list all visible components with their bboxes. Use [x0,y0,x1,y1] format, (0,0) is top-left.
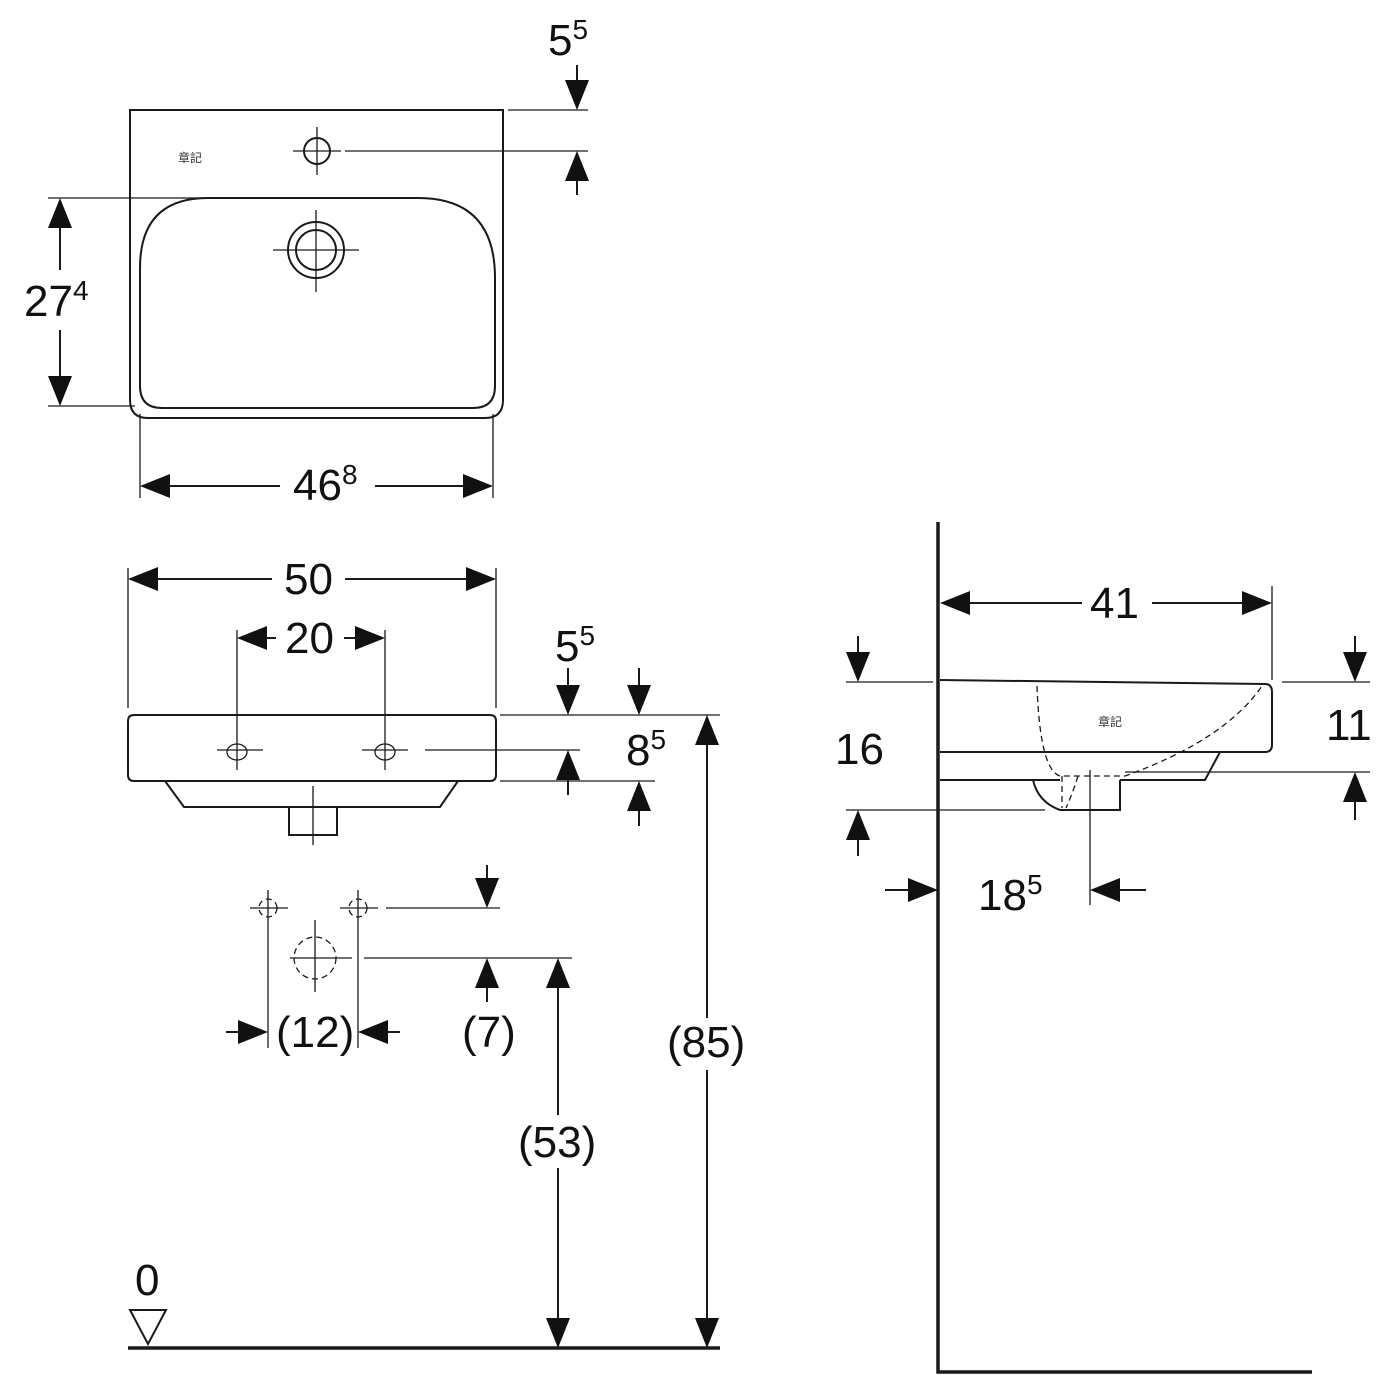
dimension-overall-height: 16 [835,636,1045,856]
basin-outline [129,109,504,419]
tap-spacing-label: 20 [285,614,334,663]
basin-underside [164,780,459,808]
bowl-height-label: 11 [1326,701,1372,750]
tap-hole-right [362,630,408,770]
dimension-waste-distance: 185 [885,770,1146,920]
basin-front-outline [127,714,497,782]
floor-level-label: 0 [135,1256,159,1305]
rim-height-label: (85) [667,1018,745,1067]
dimension-rim-offset: 55 [425,620,720,795]
dimension-overall-width: 50 [127,555,497,708]
dimension-outlet-height: (53) [518,958,596,1348]
tap-offset-label: 55 [548,14,588,65]
tap-hole-height-label: 85 [626,724,666,775]
bowl-width-label: 468 [293,459,358,510]
bowl-outline [139,197,496,409]
top-view: 章記 55 274 468 [24,14,589,510]
side-view: 章記 41 16 11 [835,522,1372,1374]
basin-side-underside [1120,751,1221,781]
dimension-supply-offset: (7) [364,865,572,1057]
brand-mark-side: 章記 [1098,714,1122,729]
overall-height-label: 16 [835,725,884,774]
waste-connection-point [290,920,352,992]
waste-distance-label: 185 [978,869,1043,920]
dimension-bowl-width: 468 [139,414,494,510]
floor-line: 0 [128,1256,720,1350]
brand-mark: 章記 [178,150,202,165]
supply-point-right [340,890,378,1048]
wall-and-floor [936,522,1312,1374]
basin-side-outline [939,679,1273,753]
supply-offset-label: (7) [462,1008,516,1057]
rim-offset-label: 55 [555,620,595,671]
tap-hole [293,127,341,175]
dimension-rim-height: (85) [667,715,745,1348]
outlet-height-label: (53) [518,1118,596,1167]
front-view: 50 20 55 85 [127,555,745,1350]
dimension-projection: 41 [940,579,1273,680]
dimension-bowl-depth: 274 [24,197,205,407]
dimension-tap-offset: 55 [345,14,589,195]
overall-width-label: 50 [284,555,333,604]
projection-label: 41 [1090,579,1139,628]
dimension-supply-spacing: (12) [226,1008,400,1057]
bowl-depth-label: 274 [24,275,89,326]
tap-hole-left [217,630,263,770]
dimension-bowl-height: 11 [1125,636,1372,820]
waste-siphon [1032,779,1121,811]
dimension-tap-spacing: 20 [237,614,385,663]
supply-point-left [250,890,288,1048]
supply-spacing-label: (12) [276,1008,354,1057]
bowl-hidden-line [1036,685,1263,777]
dimension-tap-hole-height: 85 [500,668,666,826]
drain-hole [273,210,359,292]
